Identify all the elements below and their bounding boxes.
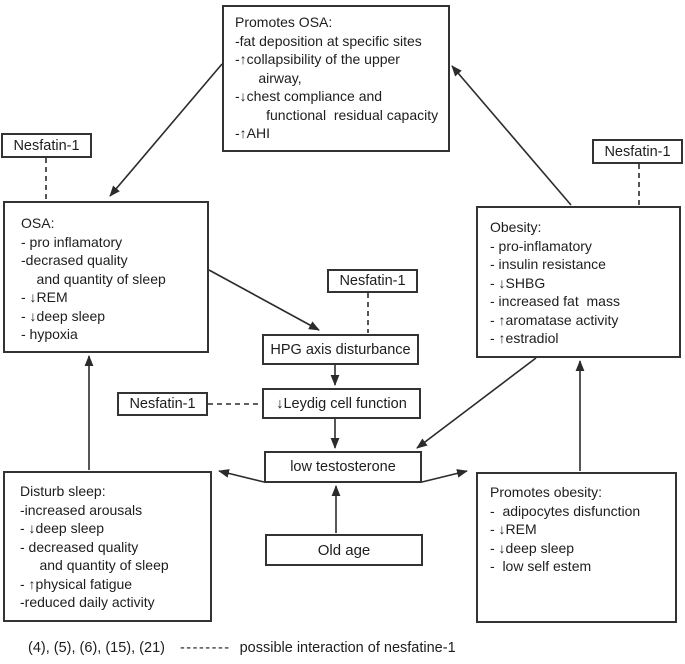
arrow-low-testosterone-to-promotes-obesity [421, 469, 468, 483]
arrow-osa-to-hpg [208, 269, 320, 331]
dashed-line-sample: -------- [179, 640, 231, 656]
node-line: - pro-inflamatory [490, 237, 592, 254]
node-promotes-obesity: Promotes obesity: - adipocytes disfuncti… [476, 472, 677, 623]
node-line: -reduced daily activity [20, 594, 155, 610]
node-label: Old age [317, 541, 371, 559]
node-line: and quantity of sleep [21, 270, 166, 287]
node-label: low testosterone [290, 459, 396, 475]
node-label: ↓Leydig cell function [276, 395, 407, 412]
node-line: -increased arousals [20, 501, 143, 518]
legend: (4), (5), (6), (15), (21) -------- possi… [28, 640, 456, 656]
node-line: - ↓REM [21, 289, 68, 305]
node-nesfatin-top-right: Nesfatin-1 [592, 139, 683, 164]
node-line: -decrased quality [21, 252, 128, 268]
node-line: - hypoxia [21, 326, 78, 342]
node-hpg-axis-disturbance: HPG axis disturbance [262, 334, 419, 365]
node-line: - low self estem [490, 558, 592, 574]
nesfatin-label: Nesfatin-1 [13, 137, 80, 154]
node-nesfatin-center: Nesfatin-1 [327, 269, 418, 293]
node-line: - decreased quality [20, 538, 139, 555]
arrow-obesity-to-promotes-osa [451, 65, 572, 206]
node-line: - insulin resistance [490, 256, 606, 272]
node-line: - increased fat mass [490, 293, 620, 309]
nesfatin-label: Nesfatin-1 [604, 143, 671, 160]
node-old-age: Old age [265, 534, 423, 566]
node-line: -↓chest compliance and [235, 88, 383, 104]
node-line: -fat deposition at specific sites [235, 32, 422, 49]
arrow-obesity-to-low-testosterone [416, 357, 537, 449]
node-line: airway, [235, 69, 302, 86]
node-line: - adipocytes disfunction [490, 502, 641, 519]
node-title: Promotes obesity: [490, 484, 603, 500]
node-line: - ↑physical fatigue [20, 575, 133, 592]
node-low-testosterone: low testosterone [264, 451, 422, 483]
node-line: - ↑aromatase activity [490, 311, 619, 328]
node-line: -↑AHI [235, 125, 270, 141]
node-title: Disturb sleep: [20, 483, 106, 499]
node-nesfatin-mid-left: Nesfatin-1 [117, 392, 208, 416]
legend-references: (4), (5), (6), (15), (21) [28, 640, 165, 656]
nesfatin-label: Nesfatin-1 [129, 396, 196, 412]
node-line: - ↓deep sleep [490, 539, 575, 556]
node-line: - pro inflamatory [21, 233, 123, 250]
arrow-low-testosterone-to-disturb-sleep [218, 469, 265, 483]
node-line: - ↓deep sleep [20, 520, 105, 536]
node-title: Promotes OSA: [235, 14, 333, 30]
nesfatin-label: Nesfatin-1 [339, 273, 406, 289]
node-title: Obesity: [490, 219, 542, 235]
node-line: - ↓REM [490, 521, 537, 537]
node-line: - ↓SHBG [490, 274, 546, 291]
node-leydig-cell-function: ↓Leydig cell function [262, 388, 421, 419]
node-line: -↑collapsibility of the upper [235, 51, 400, 67]
node-title: OSA: [21, 215, 55, 231]
node-line: and quantity of sleep [20, 557, 169, 573]
node-line: functional residual capacity [235, 106, 439, 123]
node-line: - ↑estradiol [490, 330, 559, 346]
legend-label: possible interaction of nesfatine-1 [239, 640, 456, 656]
arrow-promotes-osa-to-osa [109, 63, 223, 197]
node-label: HPG axis disturbance [270, 341, 411, 358]
node-promotes-osa: Promotes OSA: -fat deposition at specifi… [222, 5, 450, 152]
node-disturb-sleep: Disturb sleep: -increased arousals - ↓de… [3, 471, 212, 622]
node-line: - ↓deep sleep [21, 307, 106, 324]
node-osa: OSA: - pro inflamatory -decrased quality… [3, 201, 209, 353]
node-nesfatin-top-left: Nesfatin-1 [1, 133, 92, 158]
node-obesity: Obesity: - pro-inflamatory - insulin res… [476, 206, 681, 358]
